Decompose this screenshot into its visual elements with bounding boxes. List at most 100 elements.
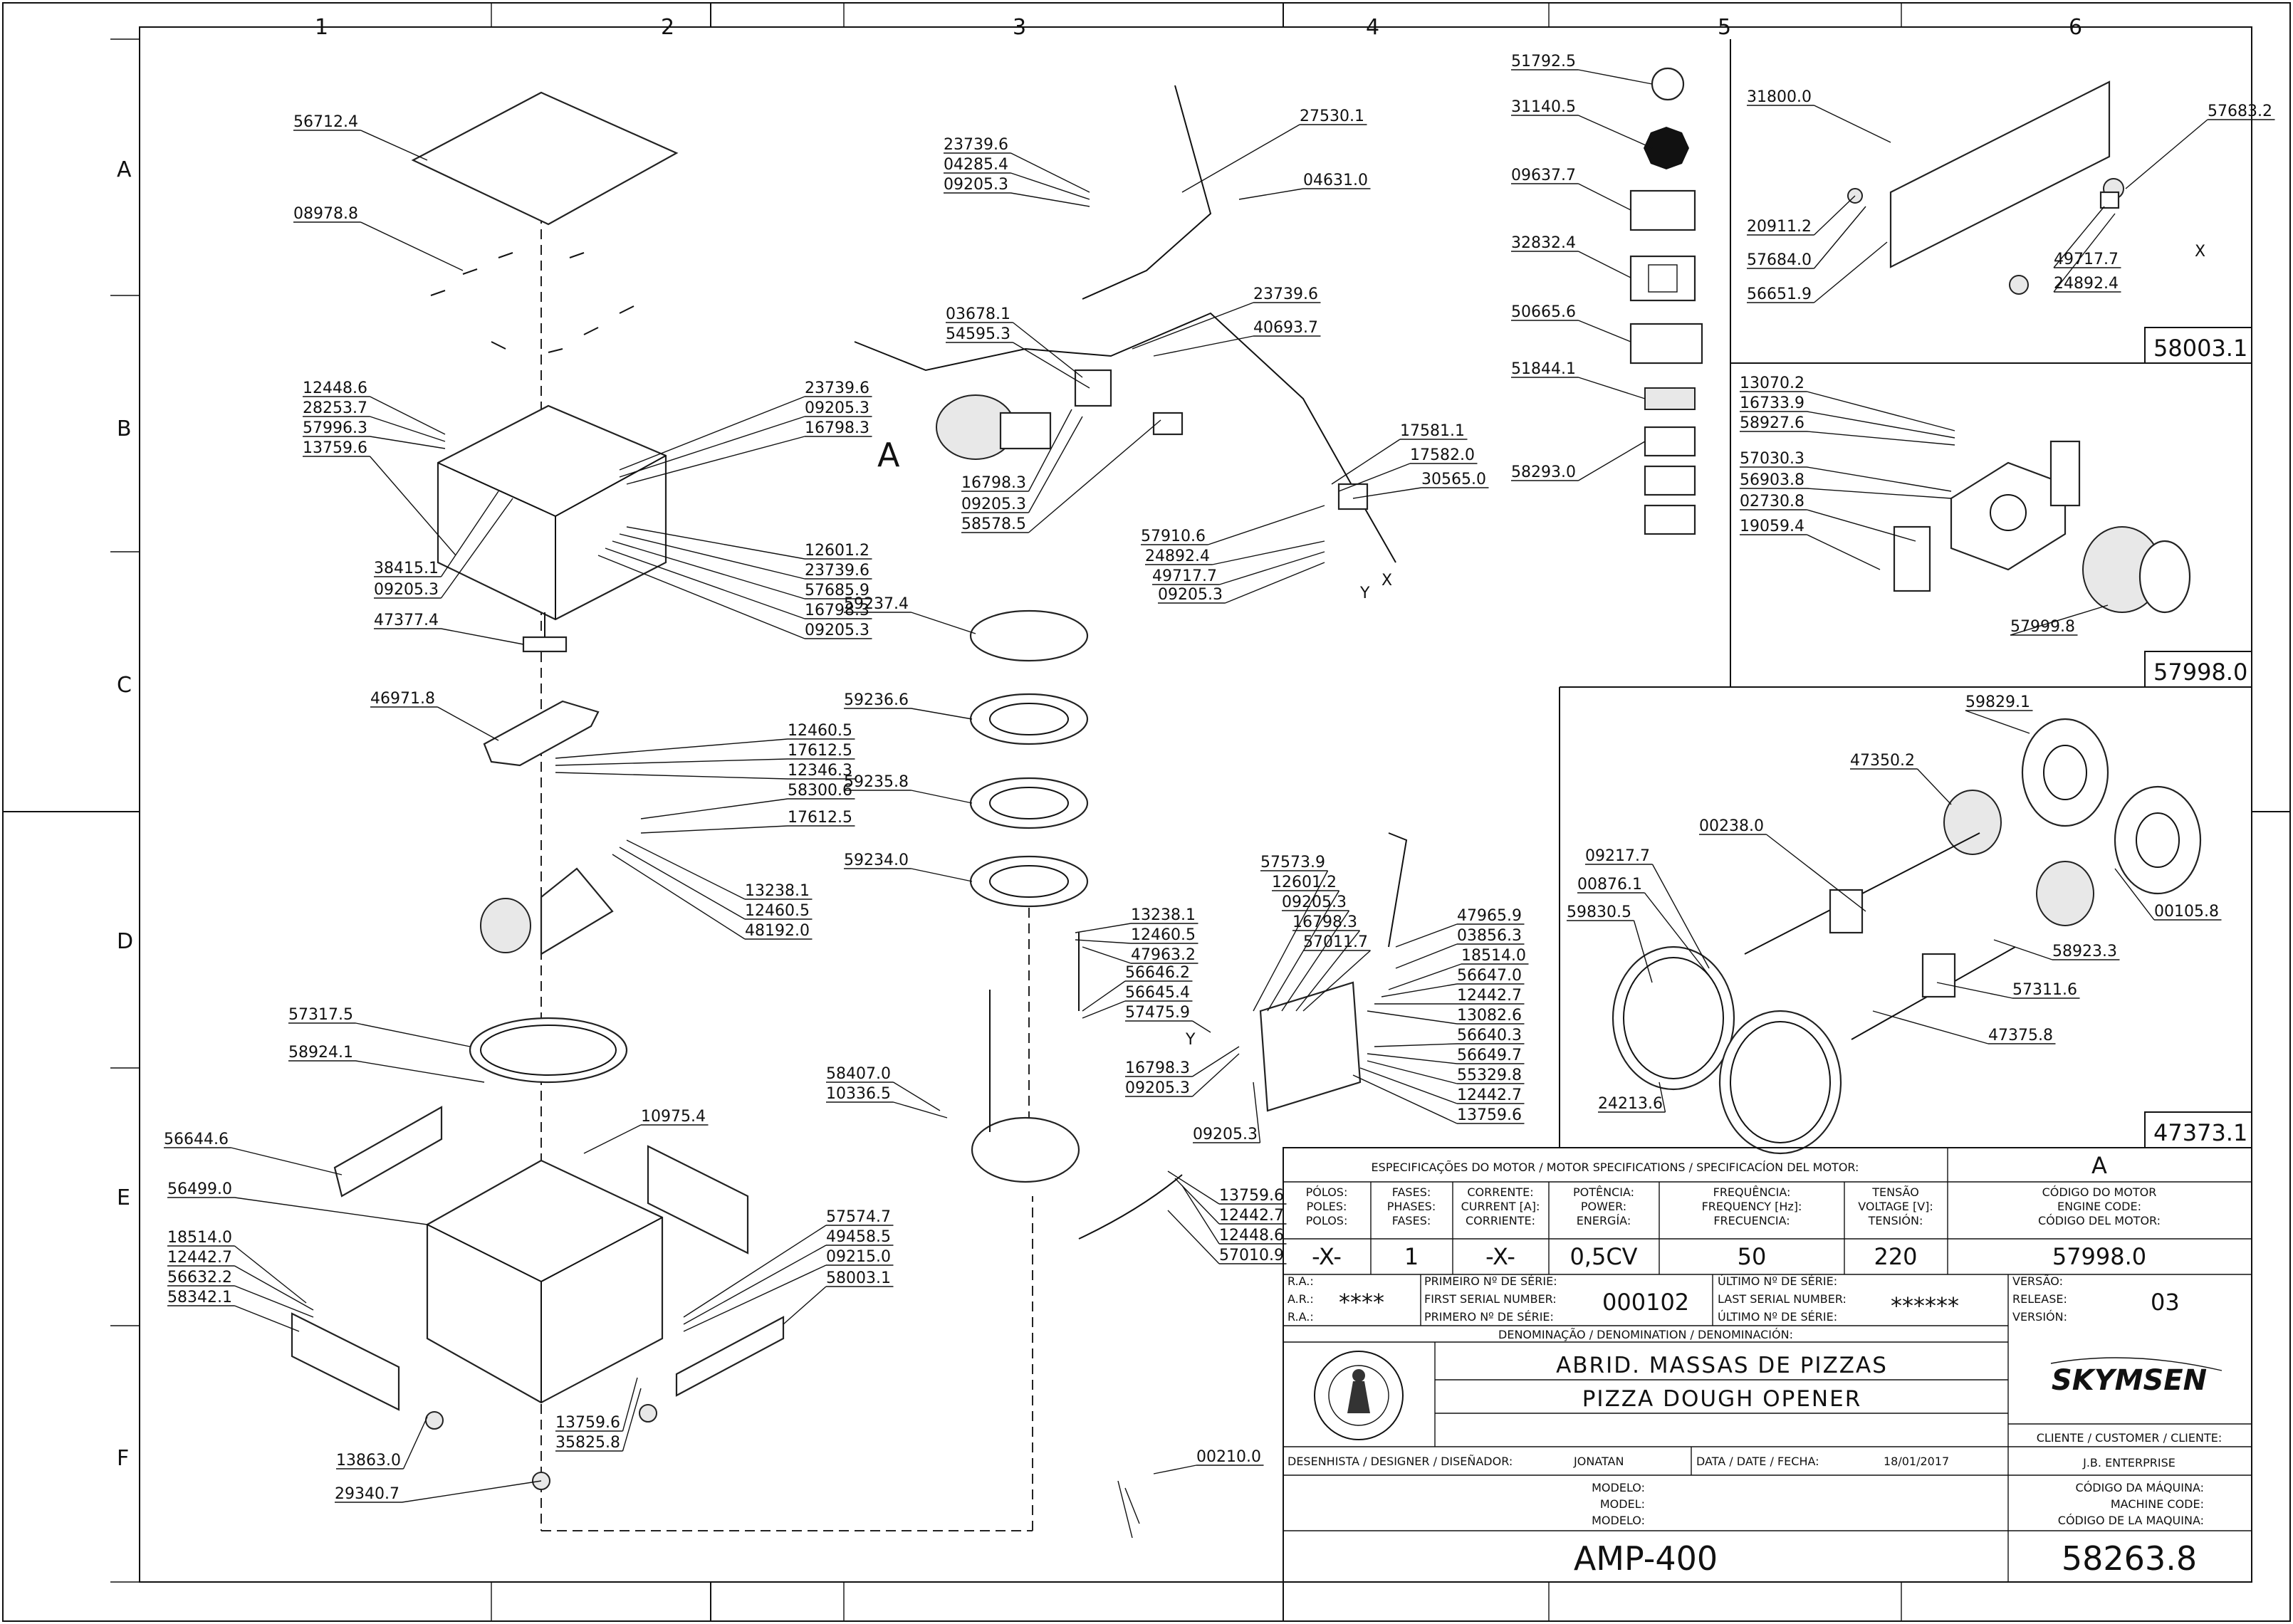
- callout-col1-7: 09205.3: [374, 498, 513, 599]
- callout-col3-21: 59236.6: [844, 691, 973, 720]
- callout-col3-7: 23739.6: [1132, 285, 1321, 350]
- last-serial-label-2: LAST SERIAL NUMBER:: [1718, 1292, 1847, 1306]
- callout-leader: [597, 555, 805, 639]
- callout-label: 13070.2: [1740, 374, 1804, 392]
- last-serial-label-3: ÚLTIMO Nº DE SÉRIE:: [1718, 1310, 1837, 1324]
- spec-header-6-2: CÓDIGO DEL MOTOR:: [2038, 1214, 2161, 1227]
- callout-col3-47: 18514.0: [1388, 947, 1529, 990]
- callout-col5c-7: 00105.8: [2114, 868, 2222, 921]
- callout-leader: [1807, 509, 1916, 542]
- callout-col5c-3: 09217.7: [1585, 847, 1710, 969]
- callout-label: 46971.8: [370, 690, 435, 708]
- disc-59235: [969, 777, 1089, 829]
- spec-header-4-2: FRECUENCIA:: [1713, 1214, 1790, 1227]
- col-label-3: 3: [1013, 15, 1026, 40]
- callout-leader: [1814, 105, 1891, 143]
- callout-label: 13238.1: [1131, 906, 1196, 924]
- callout-label: 09205.3: [805, 399, 869, 417]
- bracket-46971: [483, 700, 600, 767]
- callout-label: 32832.4: [1511, 234, 1576, 252]
- label-58293-c: [1644, 504, 1696, 535]
- callout-leader: [1367, 1010, 1458, 1025]
- callout-label: 08978.8: [293, 205, 358, 223]
- callout-leader: [1578, 115, 1653, 149]
- spec-header-5-1: VOLTAGE [V]:: [1858, 1200, 1933, 1213]
- callout-leader: [1813, 206, 1866, 269]
- callout-leader: [360, 221, 464, 271]
- callout-label: 13863.0: [336, 1452, 401, 1470]
- callout-leader: [1075, 923, 1132, 933]
- detail-code-58003: 58003.1: [2153, 335, 2247, 362]
- callout-col3-10: 16798.3: [961, 409, 1072, 492]
- callout-leader: [1253, 1081, 1261, 1143]
- callout-col3-33: 10336.5: [826, 1085, 948, 1119]
- callout-label: 09215.0: [826, 1248, 891, 1266]
- callout-col1-36: 49458.5: [683, 1228, 894, 1325]
- callout-leader: [1578, 377, 1646, 399]
- spec-value-5: 220: [1874, 1243, 1917, 1270]
- title-block: ESPECIFICAÇÕES DO MOTOR / MOTOR SPECIFIC…: [1283, 1147, 2252, 1583]
- callout-leader: [626, 839, 746, 900]
- callout-leader: [234, 1245, 307, 1304]
- knob-51792: [1651, 67, 1685, 101]
- callout-label: 49717.7: [2054, 251, 2119, 268]
- callout-col1-15: 16798.3: [605, 548, 872, 619]
- callout-col1-41: 13863.0: [336, 1416, 428, 1470]
- callout-col3-5: 03678.1: [946, 305, 1083, 378]
- col-label-6: 6: [2069, 15, 2082, 40]
- callout-label: 57317.5: [288, 1006, 353, 1024]
- detail-47373-art: [1612, 718, 2202, 1155]
- callout-label: 12460.5: [788, 722, 852, 740]
- callout-label: 59235.8: [844, 773, 909, 791]
- callout-label: 09637.7: [1511, 167, 1576, 184]
- callout-leader: [1192, 1046, 1240, 1077]
- callout-leader: [1644, 892, 1710, 976]
- callout-col3-22: 59235.8: [844, 773, 973, 804]
- callout-label: 57684.0: [1747, 251, 1812, 269]
- callout-leader: [370, 436, 446, 449]
- callout-col3-18: 49717.7: [1152, 551, 1325, 585]
- callout-leader: [626, 436, 805, 485]
- callout-col3-28: 56645.4: [1082, 984, 1193, 1019]
- callout-label: 58342.1: [167, 1289, 232, 1306]
- callout-label: 56632.2: [167, 1269, 232, 1287]
- callout-leader: [1295, 930, 1361, 1012]
- date-label: DATA / DATE / FECHA:: [1696, 1455, 1819, 1468]
- callout-label: 51844.1: [1511, 360, 1576, 378]
- spec-header-3-1: POWER:: [1581, 1200, 1626, 1213]
- callout-col3-24: 13238.1: [1075, 906, 1198, 933]
- callout-col1-23: 13238.1: [626, 839, 813, 900]
- callout-leader: [440, 491, 499, 577]
- callout-label: 56646.2: [1125, 964, 1190, 982]
- row-label-b: B: [117, 417, 132, 441]
- callout-leader: [1381, 983, 1458, 997]
- row-label-c: C: [117, 673, 132, 698]
- column-1-assembly: [291, 91, 1033, 1531]
- callout-label: 13759.6: [303, 439, 367, 457]
- callout-label: 16798.3: [805, 602, 869, 619]
- callout-leader: [1352, 1074, 1458, 1124]
- callout-col3-38: 57010.9: [1167, 1210, 1287, 1264]
- version-label-2: RELEASE:: [2012, 1292, 2067, 1306]
- callout-leader: [1965, 710, 2030, 734]
- callout-label: 03856.3: [1457, 927, 1522, 945]
- column-3-assembly: [854, 85, 1408, 1539]
- spec-value-0: -X-: [1312, 1243, 1342, 1270]
- ra-value: ****: [1339, 1289, 1384, 1316]
- callout-leader: [1633, 920, 1653, 983]
- spec-header-4-1: FREQUENCY [Hz]:: [1702, 1200, 1802, 1213]
- callout-leader: [619, 416, 805, 478]
- callout-leader: [1238, 188, 1304, 200]
- callout-col1-20: 12346.3: [555, 762, 855, 780]
- spec-value-4: 50: [1738, 1243, 1767, 1270]
- callout-leader: [1010, 172, 1090, 200]
- callout-label: 51792.5: [1511, 53, 1576, 70]
- version-value: 03: [2151, 1289, 2180, 1316]
- callout-label: 04631.0: [1303, 172, 1368, 189]
- ra-label-3: R.A.:: [1287, 1310, 1314, 1324]
- spec-header-1-1: PHASES:: [1387, 1200, 1436, 1213]
- side-panel-right: [647, 1145, 749, 1254]
- callout-label: 58407.0: [826, 1065, 891, 1083]
- callout-label: 12448.6: [303, 379, 367, 397]
- callout-col3-48: 56647.0: [1381, 967, 1525, 997]
